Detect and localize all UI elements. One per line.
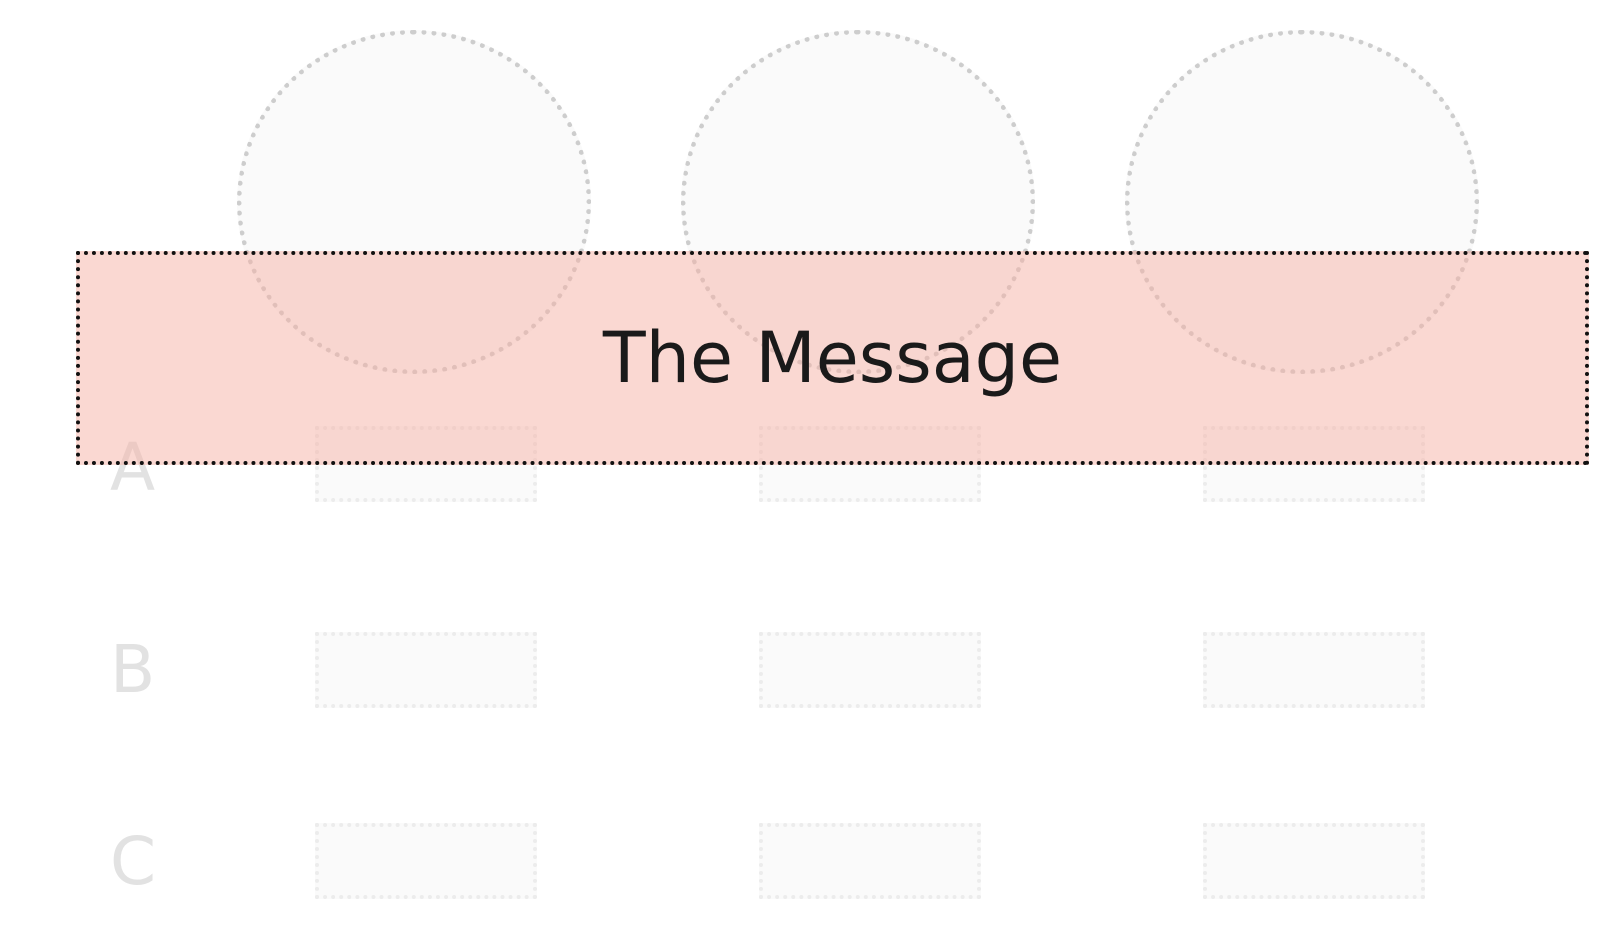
- placeholder-slot-c3: [1203, 823, 1425, 899]
- placeholder-slot-c1: [315, 823, 537, 899]
- placeholder-slot-b1: [315, 632, 537, 708]
- placeholder-slot-c2: [759, 823, 981, 899]
- placeholder-slot-b2: [759, 632, 981, 708]
- placeholder-slot-b3: [1203, 632, 1425, 708]
- row-label-b: B: [110, 631, 156, 708]
- message-text: The Message: [602, 317, 1063, 399]
- row-label-c: C: [110, 823, 157, 900]
- message-banner: The Message: [76, 251, 1589, 465]
